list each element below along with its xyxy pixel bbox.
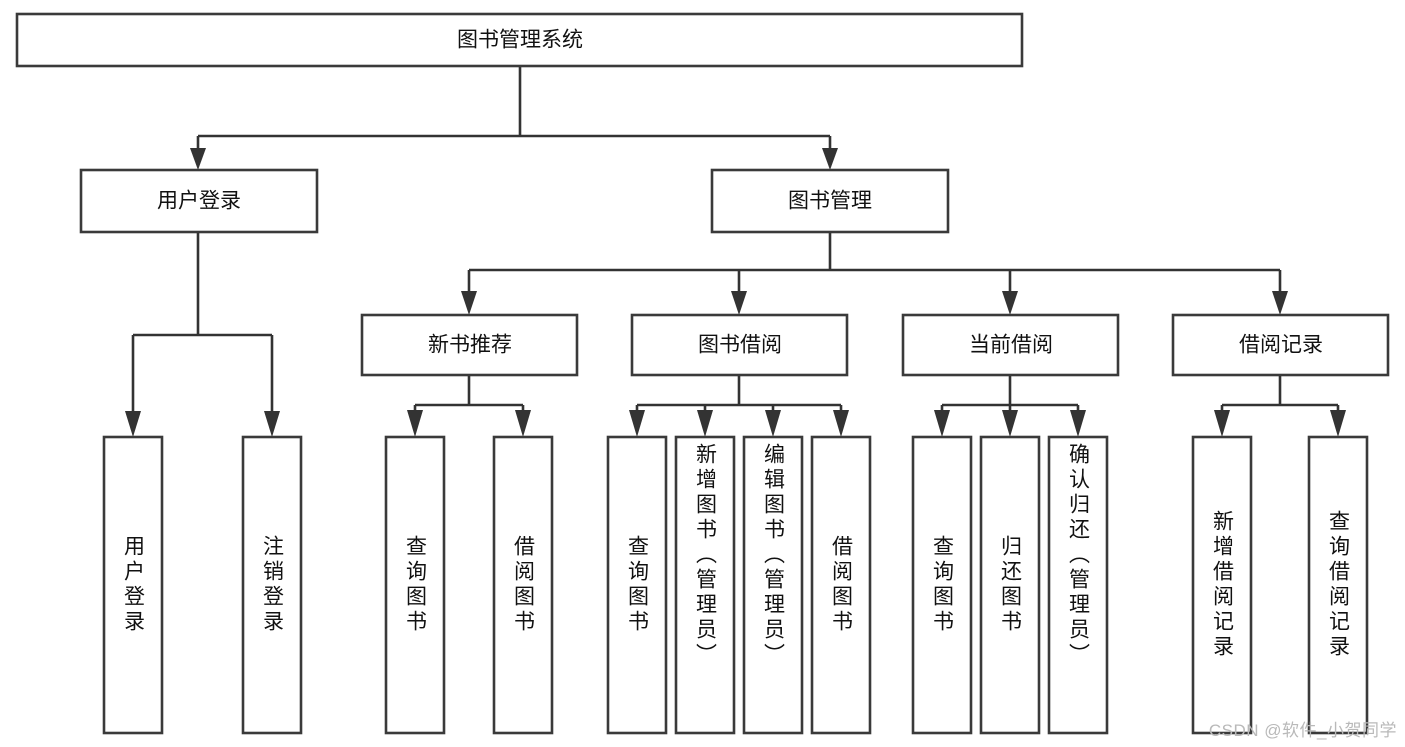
- node-borrow-records[interactable]: [1171, 313, 1390, 377]
- node-current-borrow-label: 当前借阅: [969, 334, 1053, 357]
- node-root-label: 图书管理系统: [457, 29, 583, 52]
- arrow-head-to-new-book: [461, 291, 477, 315]
- node-new-book-recommend[interactable]: [360, 313, 579, 377]
- node-borrow-records-label: 借阅记录: [1239, 334, 1323, 357]
- node-book-management[interactable]: [710, 168, 950, 234]
- arrow-head-to-current-borrow: [1002, 291, 1018, 315]
- node-current-borrow[interactable]: [901, 313, 1120, 377]
- node-leaf-query-borrow-record[interactable]: [1307, 435, 1369, 735]
- arrow-head-bookborrow-edit: [765, 410, 781, 437]
- arrow-head-to-borrow-record: [1272, 291, 1288, 315]
- node-leaf-return-book[interactable]: [979, 435, 1041, 735]
- node-leaf-query-book-current[interactable]: [911, 435, 973, 735]
- node-leaf-add-book-admin[interactable]: [674, 435, 736, 735]
- node-new-book-recommend-label: 新书推荐: [428, 334, 512, 357]
- arrow-head-to-book-borrow: [731, 291, 747, 315]
- arrow-head-leaf-user-login: [125, 411, 141, 437]
- node-leaf-query-book-recommend[interactable]: [384, 435, 446, 735]
- node-root-book-management-system[interactable]: [15, 12, 1024, 68]
- arrow-head-to-book-management: [822, 148, 838, 170]
- arrow-head-currentborrow-query: [934, 410, 950, 437]
- arrow-head-newbook-query: [407, 410, 423, 437]
- arrow-head-bookborrow-add: [697, 410, 713, 437]
- arrow-head-borrowrecord-query: [1330, 410, 1346, 437]
- arrow-head-borrowrecord-add: [1214, 410, 1230, 437]
- connector-group: [125, 66, 1346, 437]
- node-book-borrow[interactable]: [630, 313, 849, 377]
- arrow-head-newbook-borrow: [515, 410, 531, 437]
- node-leaf-edit-book-admin[interactable]: [742, 435, 804, 735]
- node-leaf-add-borrow-record[interactable]: [1191, 435, 1253, 735]
- watermark-text: CSDN @软件_小贺同学: [1208, 721, 1397, 740]
- arrow-head-leaf-logout: [264, 411, 280, 437]
- node-leaf-logout[interactable]: [241, 435, 303, 735]
- node-leaf-confirm-return-admin[interactable]: [1047, 435, 1109, 735]
- node-leaf-query-book-borrow[interactable]: [606, 435, 668, 735]
- arrow-head-bookborrow-query: [629, 410, 645, 437]
- arrow-head-bookborrow-borrow: [833, 410, 849, 437]
- node-leaf-borrow-book-recommend[interactable]: [492, 435, 554, 735]
- arrow-head-currentborrow-confirm: [1070, 410, 1086, 437]
- node-user-login[interactable]: [79, 168, 319, 234]
- node-book-management-label: 图书管理: [788, 190, 872, 213]
- node-leaf-user-login[interactable]: [102, 435, 164, 735]
- arrow-head-currentborrow-return: [1002, 410, 1018, 437]
- arrow-head-to-user-login: [190, 148, 206, 170]
- node-user-login-label: 用户登录: [157, 190, 241, 213]
- node-book-borrow-label: 图书借阅: [698, 334, 782, 357]
- node-leaf-borrow-book[interactable]: [810, 435, 872, 735]
